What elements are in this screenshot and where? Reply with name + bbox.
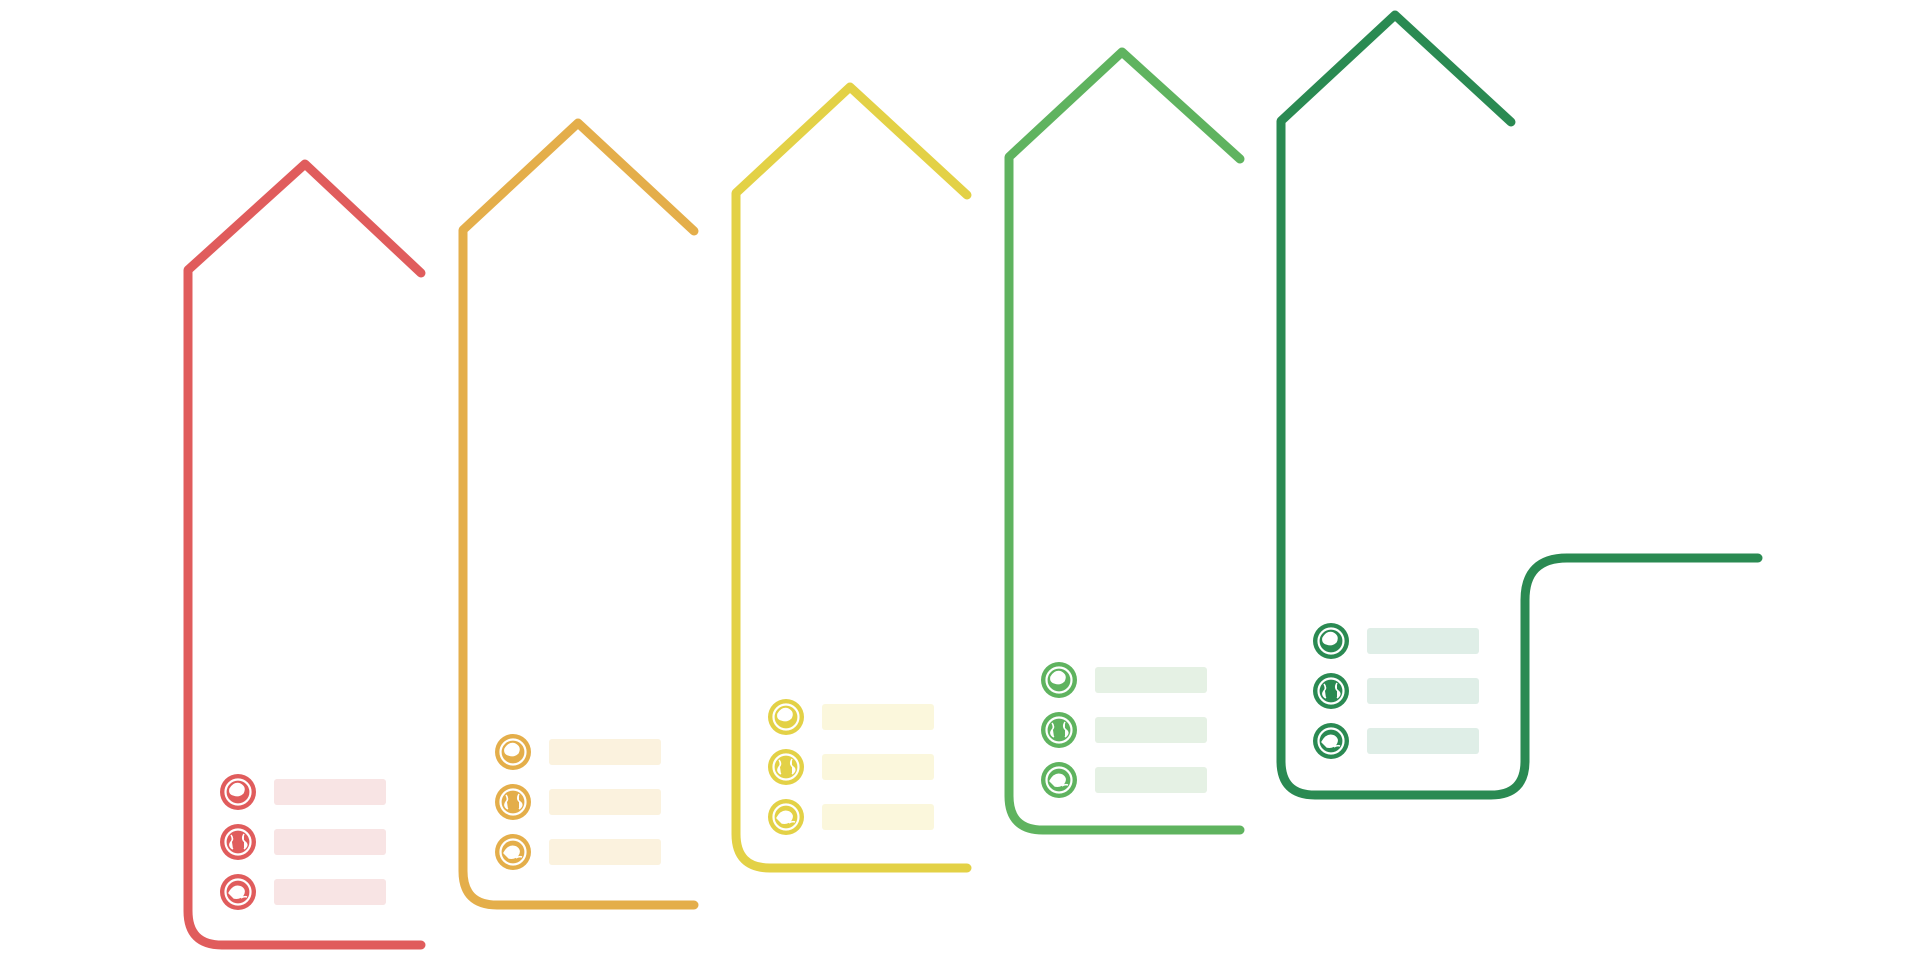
list-item (220, 824, 386, 860)
list-item (220, 774, 386, 810)
text-placeholder (1367, 728, 1479, 754)
arrow-outline (731, 82, 972, 873)
arrow-stage-5 (1276, 10, 1763, 800)
globe-africa-icon (768, 799, 804, 835)
text-placeholder (274, 879, 386, 905)
list-item (1041, 662, 1207, 698)
globe-africa-icon (220, 874, 256, 910)
arrow-outline (183, 159, 426, 950)
globe-network-icon (1041, 712, 1077, 748)
list-item (495, 734, 661, 770)
list-item (1041, 762, 1207, 798)
globe-network-icon (1313, 673, 1349, 709)
text-placeholder (1095, 767, 1207, 793)
list-item (768, 699, 934, 735)
arrow-outline (1276, 10, 1763, 800)
globe-network-icon (495, 784, 531, 820)
globe-africa-icon (495, 834, 531, 870)
text-placeholder (1367, 678, 1479, 704)
list-item (768, 749, 934, 785)
text-placeholder (1095, 667, 1207, 693)
list-item (1313, 623, 1479, 659)
list-item (495, 834, 661, 870)
list-item (1313, 673, 1479, 709)
list-item (495, 784, 661, 820)
globe-network-icon (768, 749, 804, 785)
text-placeholder (274, 829, 386, 855)
text-placeholder (822, 754, 934, 780)
globe-africa-icon (1313, 723, 1349, 759)
globe-americas-icon (495, 734, 531, 770)
text-placeholder (1367, 628, 1479, 654)
list-item (768, 799, 934, 835)
arrow-outline (458, 118, 699, 910)
globe-americas-icon (768, 699, 804, 735)
text-placeholder (822, 804, 934, 830)
list-item (220, 874, 386, 910)
arrow-stage-4 (1004, 47, 1245, 835)
arrow-stage-3 (731, 82, 972, 873)
text-placeholder (549, 789, 661, 815)
arrow-outline (1004, 47, 1245, 835)
globe-network-icon (220, 824, 256, 860)
globe-africa-icon (1041, 762, 1077, 798)
text-placeholder (549, 839, 661, 865)
text-placeholder (822, 704, 934, 730)
list-item (1313, 723, 1479, 759)
arrow-stage-2 (458, 118, 699, 910)
list-item (1041, 712, 1207, 748)
globe-americas-icon (1313, 623, 1349, 659)
globe-americas-icon (1041, 662, 1077, 698)
text-placeholder (1095, 717, 1207, 743)
globe-americas-icon (220, 774, 256, 810)
text-placeholder (549, 739, 661, 765)
arrow-stage-1 (183, 159, 426, 950)
text-placeholder (274, 779, 386, 805)
